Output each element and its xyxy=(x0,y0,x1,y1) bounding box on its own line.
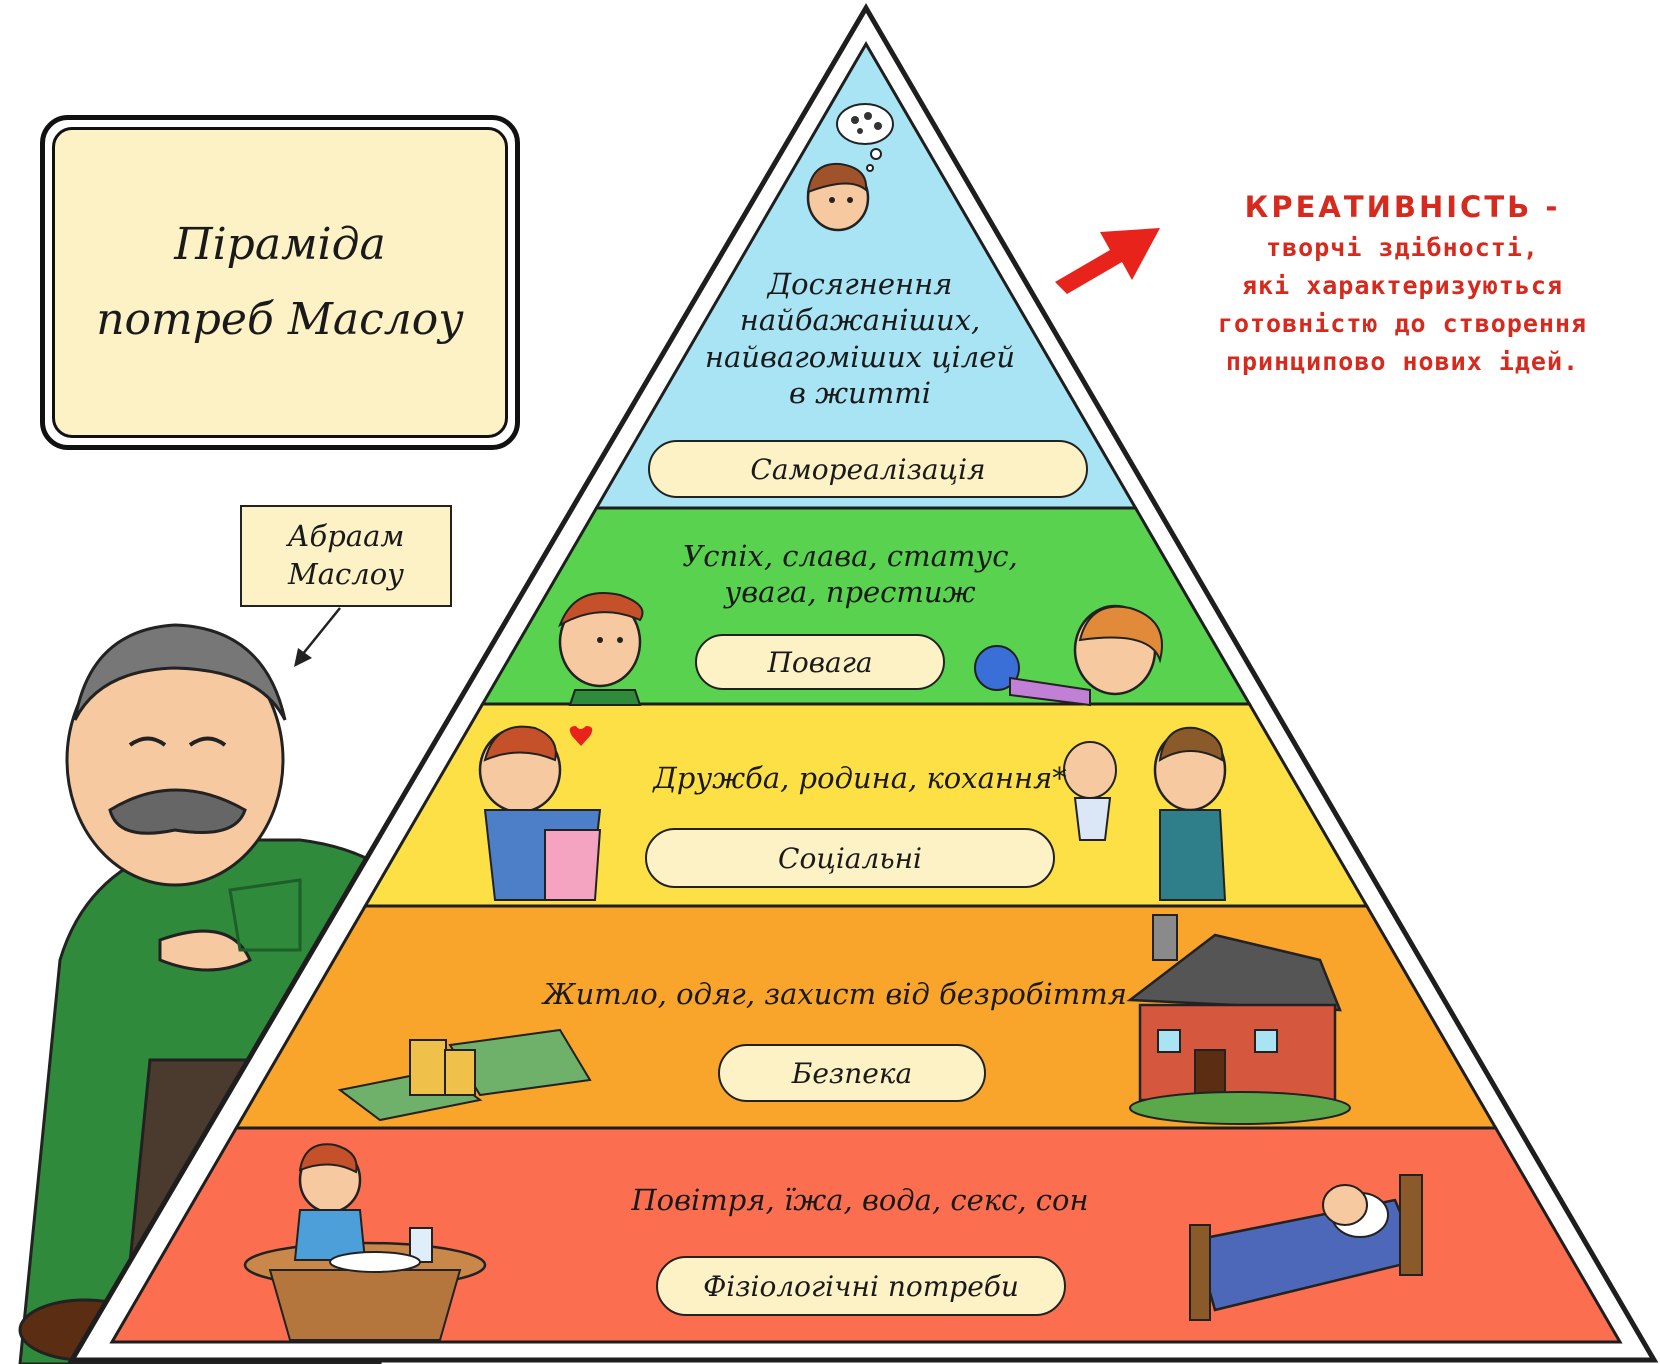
tier-description-line: Успіх, слава, статус, xyxy=(682,539,1018,573)
boy-eating-icon xyxy=(243,1143,487,1341)
author-label: Абраам Маслоу xyxy=(240,505,452,607)
creativity-heading: КРЕАТИВНІСТЬ - xyxy=(1244,190,1561,224)
creativity-line-4: принципово нових ідей. xyxy=(1225,347,1580,377)
tier-description-line: найвагоміших цілей xyxy=(704,339,1016,374)
tier-description-line: Досягнення xyxy=(767,267,953,301)
girl-with-ribbon-icon xyxy=(974,604,1163,707)
title-panel: Піраміда потреб Маслоу xyxy=(52,127,508,438)
tier-description-line: Дружба, родина, кохання* xyxy=(653,761,1067,795)
tier-esteem-description: Успіх, слава, статус, увага, престиж xyxy=(620,538,1080,611)
pointer-arrow-icon xyxy=(294,607,341,667)
tier-social-label: Соціальні xyxy=(645,828,1055,888)
tier-esteem-label: Повага xyxy=(695,634,945,690)
boy-face-icon xyxy=(558,592,644,706)
tier-safety-label: Безпека xyxy=(718,1044,986,1102)
creativity-note: КРЕАТИВНІСТЬ - творчі здібності, які хар… xyxy=(1150,185,1655,381)
money-stacks-icon xyxy=(337,1028,592,1122)
tier-description-line: Повітря, їжа, вода, секс, сон xyxy=(631,1183,1089,1217)
red-arrow-icon xyxy=(1055,228,1160,294)
tier-safety-description: Житло, одяг, захист від безробіття xyxy=(535,976,1135,1012)
house-icon xyxy=(1126,914,1351,1125)
sleeping-person-icon xyxy=(1189,1174,1423,1321)
author-last-name: Маслоу xyxy=(288,557,404,591)
creativity-line-2: які характеризуються xyxy=(1241,271,1564,301)
title-line-2: потреб Маслоу xyxy=(96,293,464,345)
tier-description-line: увага, престиж xyxy=(724,575,976,610)
tier-self-actualization-label: Самореалізація xyxy=(648,440,1088,498)
tier-social-description: Дружба, родина, кохання* xyxy=(640,760,1080,796)
tier-description-line: найбажаніших, xyxy=(739,303,981,338)
tier-description-line: в житті xyxy=(788,375,931,410)
thinking-boy-icon xyxy=(806,103,894,232)
author-first-name: Абраам xyxy=(287,519,405,554)
title-box: Піраміда потреб Маслоу xyxy=(40,115,520,450)
hugging-couple-icon xyxy=(478,725,602,901)
tier-description-line: Житло, одяг, захист від безробіття xyxy=(543,977,1127,1011)
tier-physiological-description: Повітря, їжа, вода, секс, сон xyxy=(600,1182,1120,1218)
title-line-1: Піраміда xyxy=(174,218,386,270)
father-with-baby-icon xyxy=(1063,726,1227,901)
creativity-line-1: творчі здібності, xyxy=(1266,233,1539,263)
tier-self-actualization-description: Досягнення найбажаніших, найвагоміших ці… xyxy=(680,266,1040,411)
creativity-line-3: готовністю до створення xyxy=(1217,309,1588,339)
tier-physiological-label: Фізіологічні потреби xyxy=(656,1256,1066,1316)
